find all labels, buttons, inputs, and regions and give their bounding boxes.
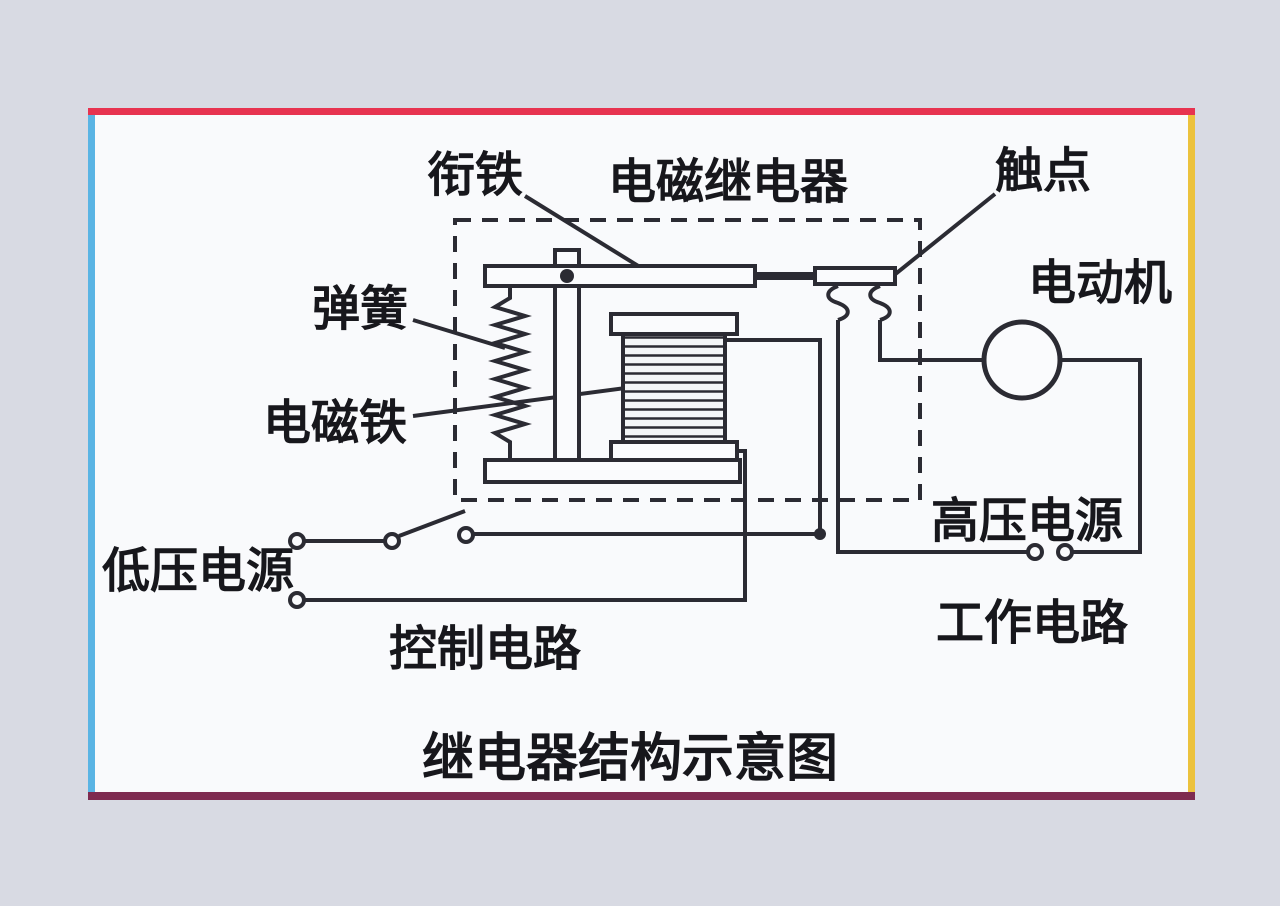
motor-circle [981, 319, 1063, 401]
armature-leader-line [523, 194, 650, 274]
panel-border-top [88, 108, 1195, 115]
relay-structure-diagram: 衔铁 电磁继电器 触点 电动机 弹簧 电磁铁 低压电源 控制电路 高压电源 工作… [102, 145, 1172, 788]
label-control-circuit: 控制电路 [389, 623, 582, 676]
pivot-dot [560, 269, 574, 283]
coil-top-flange [609, 312, 739, 336]
label-high-voltage-supply: 高压电源 [931, 495, 1123, 548]
contact-spring-left [826, 284, 850, 322]
diagram-panel: 衔铁 电磁继电器 触点 电动机 弹簧 电磁铁 低压电源 控制电路 高压电源 工作… [88, 108, 1195, 800]
panel-border-bottom [88, 792, 1195, 800]
low-voltage-terminal-top [288, 532, 306, 550]
spring-zigzag [488, 286, 532, 460]
switch-contact-node [457, 526, 475, 544]
contact-to-motor-wire [878, 320, 984, 362]
wire-junction-dot [814, 528, 826, 540]
switch-lever [398, 509, 466, 538]
electromagnet-leader-line [412, 382, 657, 418]
label-electromagnet: 电磁铁 [263, 397, 407, 450]
coil-top-lead-wire [725, 338, 822, 534]
base-plate [483, 458, 742, 484]
source-to-motor-wire [1060, 358, 1142, 554]
switch-pivot-node [383, 532, 401, 550]
high-voltage-terminal-left [1026, 543, 1044, 561]
low-voltage-terminal-bottom [288, 591, 306, 609]
label-armature: 衔铁 [427, 149, 523, 202]
panel-border-left [88, 108, 95, 800]
label-low-voltage-supply: 低压电源 [102, 545, 294, 598]
coil-bottom-lead-wire [304, 449, 747, 602]
label-contact: 触点 [995, 145, 1091, 198]
armature-bar [483, 264, 757, 288]
coil-body [621, 332, 727, 444]
panel-border-right [1188, 108, 1195, 800]
label-motor: 电动机 [1028, 257, 1172, 310]
coil-bottom-flange [609, 440, 739, 462]
label-relay: 电磁继电器 [608, 156, 849, 209]
contact-drop-wire [836, 320, 1028, 554]
contact-spring-right [868, 284, 892, 322]
contact-leader-line [881, 192, 997, 286]
diagram-title: 继电器结构示意图 [422, 730, 838, 788]
high-voltage-terminal-right [1056, 543, 1074, 561]
label-working-circuit: 工作电路 [936, 597, 1129, 650]
label-spring: 弹簧 [312, 283, 408, 336]
contact-bar [813, 266, 897, 286]
